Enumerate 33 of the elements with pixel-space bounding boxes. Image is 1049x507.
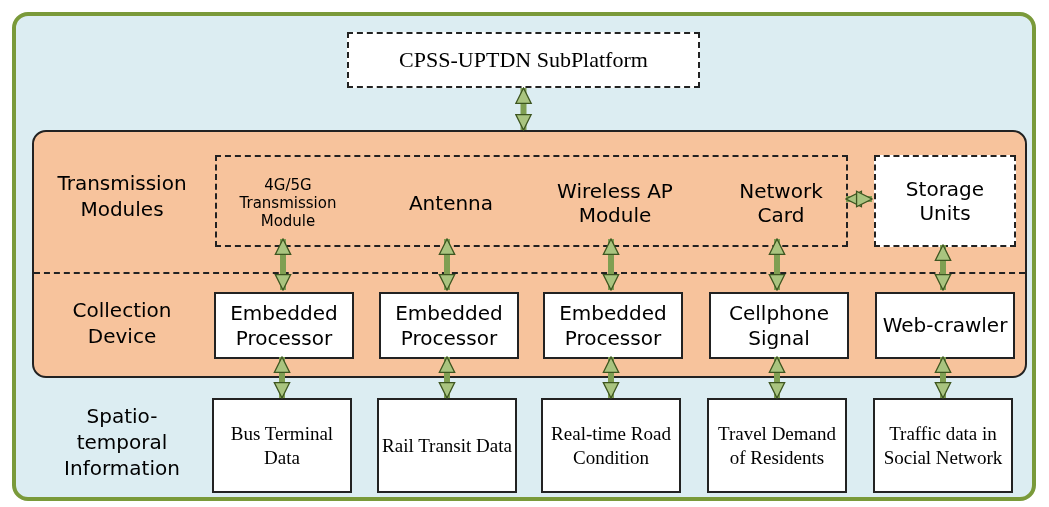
module-label: Wireless AP Module — [545, 163, 685, 243]
double-arrow — [274, 238, 292, 291]
layer-label: Collection Device — [71, 297, 173, 349]
double-arrow — [273, 356, 291, 399]
module-label: Network Card — [721, 163, 841, 243]
data-box: Rail Transit Data — [377, 398, 517, 493]
platform-box: CPSS-UPTDN SubPlatform — [347, 32, 700, 88]
double-arrow — [768, 356, 786, 399]
data-box: Travel Demand of Residents — [707, 398, 847, 493]
process-box: Embedded Processor — [543, 292, 683, 359]
process-box: Cellphone Signal — [709, 292, 849, 359]
group-box — [215, 155, 848, 247]
module-label: 4G/5G Transmission Module — [218, 163, 358, 243]
layer-label: Transmission Modules — [56, 170, 188, 222]
double-arrow — [438, 356, 456, 399]
process-box: Embedded Processor — [379, 292, 519, 359]
module-label: Antenna — [381, 163, 521, 243]
double-arrow — [845, 190, 873, 208]
process-box: Embedded Processor — [214, 292, 354, 359]
double-arrow — [934, 244, 952, 291]
double-arrow — [934, 356, 952, 399]
double-arrow — [768, 238, 786, 291]
data-box: Traffic data in Social Network — [873, 398, 1013, 493]
double-arrow — [438, 238, 456, 291]
double-arrow — [515, 87, 532, 131]
double-arrow — [602, 238, 620, 291]
data-box: Bus Terminal Data — [212, 398, 352, 493]
double-arrow — [602, 356, 620, 399]
process-box: Web-crawler — [875, 292, 1015, 359]
row-label: Spatio-temporal Information — [63, 403, 181, 481]
layer-panel — [32, 130, 1027, 378]
data-box: Real-time Road Condition — [541, 398, 681, 493]
storage-box: Storage Units — [874, 155, 1016, 247]
